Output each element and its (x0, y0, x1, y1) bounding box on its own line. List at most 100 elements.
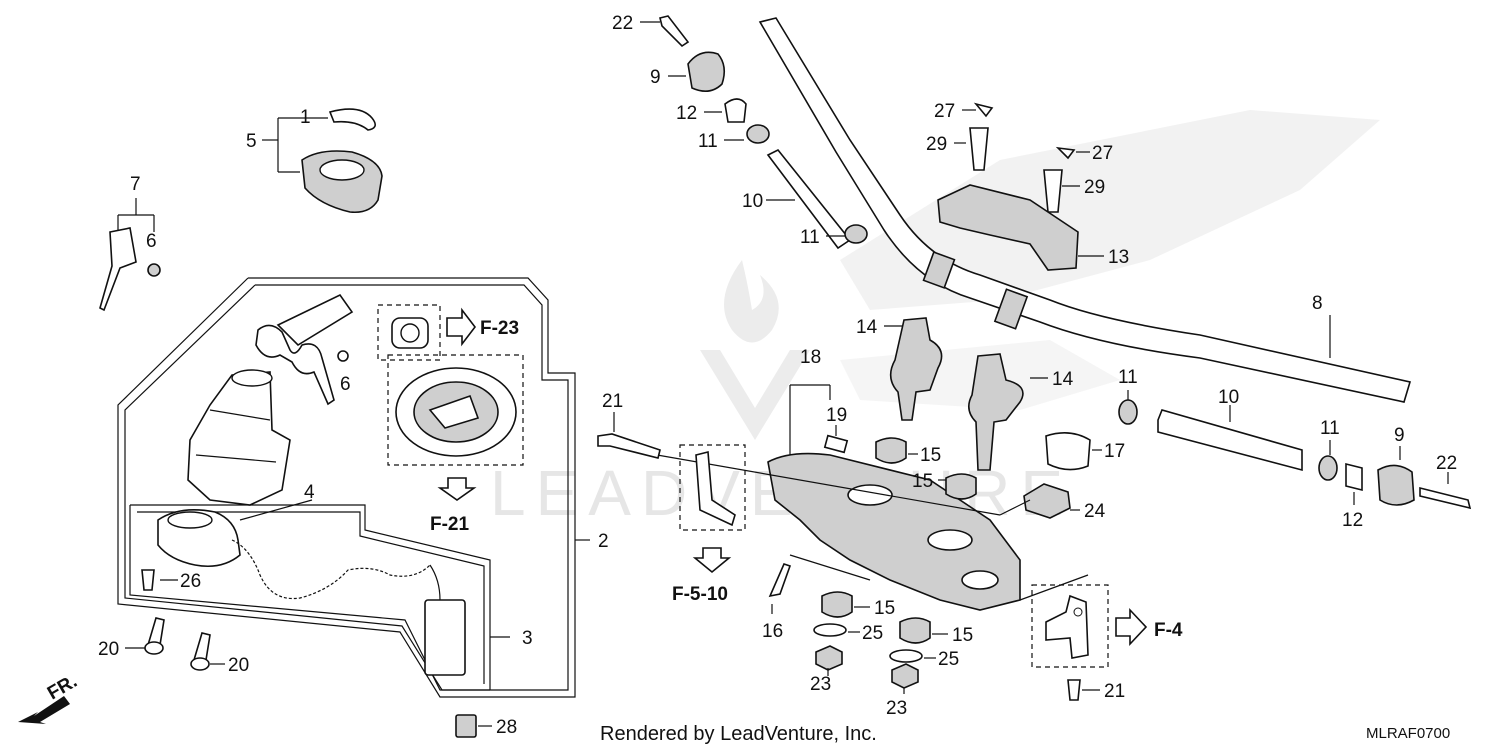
label-23a: 23 (810, 674, 831, 695)
label-20a: 20 (98, 639, 119, 660)
ref-f21[interactable]: F-21 (430, 514, 470, 535)
watermark-v-icon (700, 350, 810, 440)
arrow-f21-icon (437, 477, 477, 501)
label-22b: 22 (1436, 453, 1457, 474)
label-20b: 20 (228, 655, 249, 676)
label-6b: 6 (340, 374, 351, 395)
grommet-15b-icon (945, 473, 977, 500)
label-19: 19 (826, 405, 847, 426)
washer-27b-icon (1055, 146, 1076, 160)
label-29a: 29 (926, 134, 947, 155)
label-28: 28 (496, 717, 517, 738)
left-bar-end-parts (640, 15, 868, 250)
right-bar-end-parts (1118, 390, 1472, 510)
clip-28-icon (455, 714, 477, 738)
ignition-switch (187, 293, 354, 506)
bolt-29b-icon (1043, 169, 1063, 213)
label-21b: 21 (1104, 681, 1125, 702)
switch-harness-frame (129, 499, 510, 691)
top-bridge (639, 384, 1021, 611)
bracket-icon (695, 450, 736, 527)
washer-25b-icon (889, 649, 923, 663)
f4-area: F-4 (1019, 574, 1183, 701)
rendered-by-text: Rendered by LeadVenture, Inc. (600, 723, 877, 745)
ignition-assembly-frame (117, 277, 590, 698)
label-7: 7 (130, 174, 141, 195)
grommet-15c-icon (821, 591, 853, 618)
label-17: 17 (1104, 441, 1125, 462)
washer-25a-icon (813, 623, 847, 637)
label-4: 4 (304, 482, 315, 503)
label-6a: 6 (146, 231, 157, 252)
riser-14a-icon (889, 317, 943, 421)
collar-17-icon (1045, 432, 1091, 471)
label-11d: 11 (1320, 418, 1340, 439)
label-2: 2 (598, 531, 609, 552)
bolt-21a-icon (597, 433, 661, 459)
handlebar (758, 17, 1412, 403)
connector-icon (424, 599, 466, 676)
arrow-f510-icon (692, 547, 732, 574)
front-label: FR. (44, 671, 81, 704)
ignition-body-icon (187, 371, 291, 506)
arrow-f23-icon (446, 307, 477, 347)
top-clamp-13-icon (937, 184, 1079, 271)
nut-23b-icon (891, 663, 919, 689)
label-14a: 14 (856, 317, 878, 338)
collar-12a-icon (724, 98, 747, 123)
nut-23a-icon (815, 645, 843, 671)
key-set (99, 198, 161, 312)
bolt-21b-icon (1067, 679, 1081, 701)
label-23b: 23 (886, 698, 907, 719)
label-12b: 12 (1342, 510, 1363, 531)
risers (884, 317, 1048, 471)
label-22a: 22 (612, 13, 633, 34)
label-24: 24 (1084, 501, 1106, 522)
label-9b: 9 (1394, 425, 1405, 446)
label-15c: 15 (874, 598, 895, 619)
label-11a: 11 (698, 131, 718, 152)
ref-f510[interactable]: F-5-10 (672, 584, 728, 605)
footer: Rendered by LeadVenture, Inc. MLRAF0700 (600, 723, 1450, 745)
fork-bridge-18-icon (767, 452, 1021, 611)
grommet-15a-icon (875, 437, 907, 464)
fuel-cap-area: F-23 F-21 (377, 304, 524, 535)
arrow-f4-icon (1115, 607, 1148, 647)
bolt-20a-icon (146, 617, 165, 646)
ref-f23[interactable]: F-23 (480, 318, 519, 339)
label-15d: 15 (952, 625, 973, 646)
bolts-20 (125, 617, 225, 671)
front-indicator: FR. (18, 671, 81, 724)
bolt-22a-icon (659, 15, 690, 48)
label-5: 5 (246, 131, 257, 152)
stay-f4-icon (1045, 594, 1089, 659)
label-8: 8 (1312, 293, 1323, 314)
key-icon (99, 227, 137, 312)
label-11b: 11 (800, 227, 820, 248)
bracket-area: F-5-10 (672, 444, 746, 605)
key-tag-icon (276, 293, 354, 347)
label-25b: 25 (938, 649, 959, 670)
plate-19-icon (823, 434, 849, 454)
ignition-key-icon (255, 324, 335, 406)
grommet-11c-icon (1118, 399, 1138, 425)
front-arrow-icon (18, 696, 70, 724)
screw-26-icon (141, 569, 155, 591)
bolt-16-icon (768, 563, 792, 598)
cover-ring (262, 108, 383, 214)
nut-24-icon (1023, 483, 1071, 519)
label-14b: 14 (1052, 369, 1074, 390)
label-26: 26 (180, 571, 201, 592)
label-21a: 21 (602, 391, 623, 412)
grommet-11a-icon (746, 124, 770, 144)
label-18: 18 (800, 347, 821, 368)
riser-14b-icon (968, 353, 1024, 471)
bolt-21a (597, 412, 661, 459)
label-29b: 29 (1084, 177, 1105, 198)
label-3: 3 (522, 628, 533, 649)
collar-12b-icon (1345, 462, 1363, 492)
ref-f4[interactable]: F-4 (1154, 620, 1183, 641)
switch-harness (141, 509, 466, 676)
grommet-11d-icon (1318, 455, 1338, 481)
